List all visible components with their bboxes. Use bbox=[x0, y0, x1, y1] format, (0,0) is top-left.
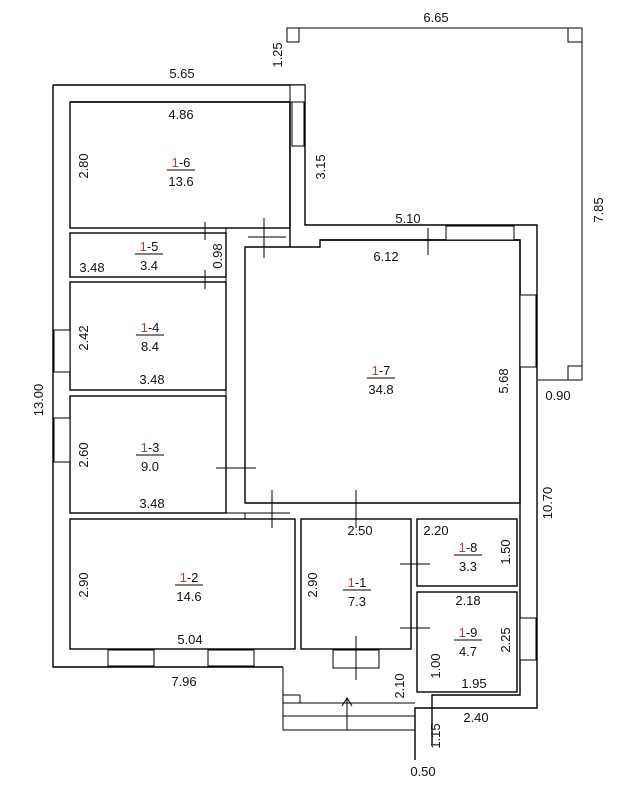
dim-right-total: 10.70 bbox=[540, 487, 555, 520]
room-1-2 bbox=[69, 518, 296, 650]
dim-r6-height: 2.80 bbox=[76, 153, 91, 178]
dim-total-height: 13.00 bbox=[31, 384, 46, 417]
room-area-1-1: 7.3 bbox=[348, 594, 366, 609]
dim-r9-width: 2.18 bbox=[455, 593, 480, 608]
dim-r3-height: 2.60 bbox=[76, 442, 91, 467]
terrace-post-ne bbox=[567, 27, 583, 43]
dim-r8-width: 2.20 bbox=[423, 523, 448, 538]
room-label-1-8: 1-8 bbox=[459, 540, 478, 555]
room-label-1-9: 1-9 bbox=[459, 625, 478, 640]
room-area-1-7: 34.8 bbox=[368, 382, 393, 397]
dim-r2-height: 2.90 bbox=[76, 572, 91, 597]
dim-r3-width: 3.48 bbox=[139, 496, 164, 511]
dim-r5-width: 3.48 bbox=[79, 260, 104, 275]
room-area-1-3: 9.0 bbox=[141, 459, 159, 474]
porch bbox=[282, 667, 415, 731]
room-label-1-1: 1-1 bbox=[348, 575, 367, 590]
dim-r7-top-inner: 6.12 bbox=[373, 249, 398, 264]
dim-top-terrace: 6.65 bbox=[423, 10, 448, 25]
dim-r5-height: 0.98 bbox=[210, 243, 225, 268]
window-r6 bbox=[291, 101, 305, 147]
door-marks bbox=[204, 218, 430, 680]
dim-r9-bottom: 1.95 bbox=[461, 676, 486, 691]
room-area-1-2: 14.6 bbox=[176, 589, 201, 604]
windows bbox=[53, 84, 537, 669]
dim-r6-width: 4.86 bbox=[168, 107, 193, 122]
dim-r9-height: 2.25 bbox=[498, 627, 513, 652]
window-r9 bbox=[519, 617, 537, 661]
dim-terrace-bottom: 0.90 bbox=[545, 388, 570, 403]
dim-step-height: 1.00 bbox=[428, 653, 443, 678]
dim-ext-height: 1.15 bbox=[428, 723, 443, 748]
terrace-outline bbox=[286, 27, 583, 381]
room-1-9 bbox=[416, 591, 518, 693]
dim-terrace-left: 1.25 bbox=[270, 42, 285, 67]
dim-r1-height: 2.90 bbox=[305, 572, 320, 597]
room-label-1-5: 1-5 bbox=[140, 239, 159, 254]
dim-r7-top-outer: 5.10 bbox=[395, 211, 420, 226]
dim-terrace-right: 7.85 bbox=[591, 197, 606, 222]
window-r7-right bbox=[519, 294, 537, 368]
room-1-8 bbox=[416, 518, 518, 587]
dim-porch-height: 2.10 bbox=[392, 673, 407, 698]
dim-r4-height: 2.42 bbox=[76, 325, 91, 350]
room-1-6 bbox=[69, 101, 291, 229]
dim-r6-right: 3.15 bbox=[313, 154, 328, 179]
room-area-1-4: 8.4 bbox=[141, 339, 159, 354]
dim-bottom-total: 7.96 bbox=[171, 674, 196, 689]
room-label-1-7: 1-7 bbox=[372, 363, 391, 378]
room-label-1-4: 1-4 bbox=[141, 320, 160, 335]
room-label-1-2: 1-2 bbox=[180, 570, 199, 585]
dim-r1-width: 2.50 bbox=[347, 523, 372, 538]
dim-r7-height: 5.68 bbox=[496, 368, 511, 393]
room-area-1-6: 13.6 bbox=[168, 174, 193, 189]
room-area-1-9: 4.7 bbox=[459, 644, 477, 659]
partitions bbox=[70, 228, 291, 519]
dimension-labels: 6.65 1.25 7.85 0.90 5.65 4.86 2.80 3.15 … bbox=[31, 10, 606, 779]
dim-top-house: 5.65 bbox=[169, 66, 194, 81]
window-r2-left bbox=[107, 649, 155, 667]
room-area-1-5: 3.4 bbox=[140, 258, 158, 273]
dim-r8-height: 1.50 bbox=[498, 539, 513, 564]
window-r3 bbox=[53, 417, 71, 463]
dim-ext-width: 2.40 bbox=[463, 710, 488, 725]
window-r7-top bbox=[445, 225, 515, 241]
room-label-1-6: 1-6 bbox=[172, 155, 191, 170]
window-top bbox=[289, 84, 306, 103]
room-label-1-3: 1-3 bbox=[141, 440, 160, 455]
window-r4 bbox=[53, 329, 71, 373]
dim-r2-width: 5.04 bbox=[177, 632, 202, 647]
terrace-post-se bbox=[567, 365, 583, 381]
window-r2-right bbox=[207, 649, 255, 667]
terrace-post-nw bbox=[286, 27, 300, 43]
dim-r4-width: 3.48 bbox=[139, 372, 164, 387]
room-labels: 1-6 13.6 1-5 3.4 1-4 8.4 1-3 9.0 1-2 14.… bbox=[135, 155, 482, 659]
dim-ext-small: 0.50 bbox=[410, 764, 435, 779]
room-area-1-8: 3.3 bbox=[459, 559, 477, 574]
